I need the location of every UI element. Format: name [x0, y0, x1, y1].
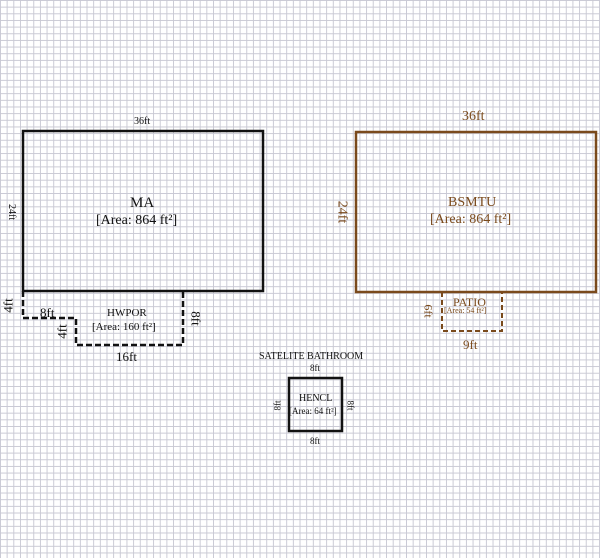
hencl-bottom-dimension: 8ft [310, 436, 320, 446]
hwpor-right-dimension: 8ft [188, 311, 204, 326]
patio-room-area: [Area: 54 ft²] [444, 306, 487, 315]
patio-bottom-dimension: 9ft [463, 337, 478, 352]
hencl-room-name: HENCL [299, 393, 333, 404]
hwpor-step-top-dimension: 8ft [40, 305, 55, 320]
hwpor-step-side-dimension: 4ft [54, 324, 70, 339]
bsmtu-room-name: BSMTU [448, 195, 497, 210]
hwpor-left-upper-dimension: 4ft [0, 298, 16, 313]
hencl-room-area: [Area: 64 ft²] [289, 406, 337, 416]
ma-room-name: MA [130, 195, 155, 211]
room-hwpor-outline[interactable] [21, 291, 185, 347]
room-ma-outline[interactable] [21, 129, 265, 293]
patio-room-name: PATIO [453, 295, 486, 309]
hencl-top-dimension: 8ft [310, 363, 320, 373]
room-bsmtu-outline[interactable] [354, 130, 598, 294]
ma-left-dimension: 24ft [6, 203, 18, 221]
room-patio-outline[interactable] [441, 292, 503, 332]
hwpor-room-name: HWPOR [107, 307, 147, 319]
ma-top-dimension: 36ft [134, 116, 151, 127]
hencl-right-dimension: 8ft [345, 400, 356, 411]
bsmtu-top-dimension: 36ft [462, 109, 485, 124]
ma-room-area: [Area: 864 ft²] [96, 213, 178, 228]
hencl-left-dimension: 8ft [272, 400, 283, 411]
patio-left-dimension: 6ft [421, 304, 436, 318]
hwpor-room-area: [Area: 160 ft²] [92, 321, 156, 333]
hwpor-bottom-dimension: 16ft [116, 349, 137, 364]
hencl-group-title: SATELITE BATHROOM [259, 351, 364, 362]
bsmtu-left-dimension: 24ft [334, 200, 350, 224]
room-hencl-outline[interactable] [287, 376, 344, 433]
bsmtu-room-area: [Area: 864 ft²] [430, 212, 512, 227]
